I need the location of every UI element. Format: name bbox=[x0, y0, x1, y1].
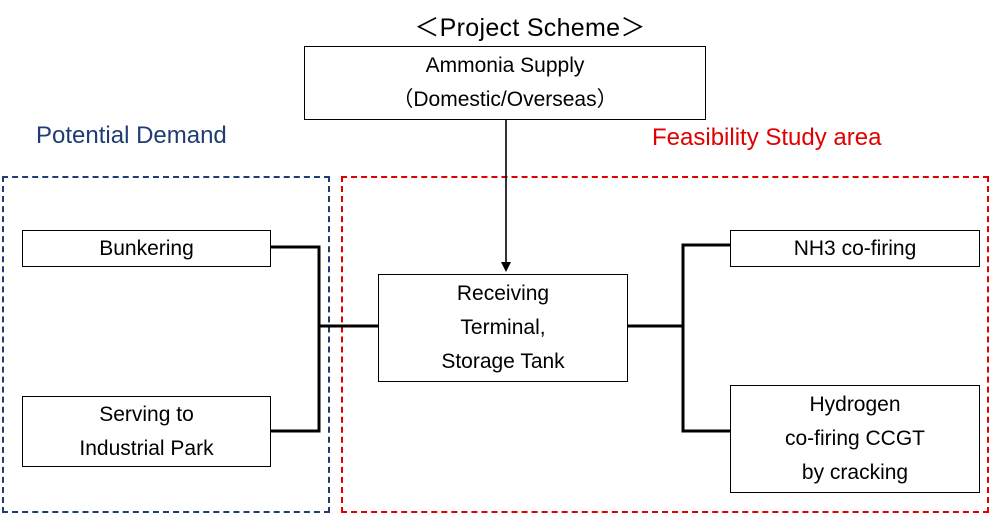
feasibility-study-region bbox=[341, 176, 989, 513]
nh3-cofiring-box: NH3 co-firing bbox=[730, 230, 980, 267]
industrial-park-box: Serving to Industrial Park bbox=[22, 396, 271, 467]
uses-bracket bbox=[681, 243, 730, 433]
diagram-title: ＜Project Scheme＞ bbox=[414, 14, 646, 42]
feasibility-study-label: Feasibility Study area bbox=[652, 124, 882, 151]
hydrogen-cofiring-box: Hydrogen co-firing CCGT by cracking bbox=[730, 385, 980, 493]
ammonia-supply-box: Ammonia Supply （Domestic/Overseas） bbox=[304, 46, 706, 120]
potential-demand-region bbox=[2, 176, 330, 513]
receiving-terminal-box: Receiving Terminal, Storage Tank bbox=[378, 274, 628, 382]
potential-demand-label: Potential Demand bbox=[36, 122, 227, 149]
demand-bracket bbox=[271, 245, 321, 433]
bunkering-box: Bunkering bbox=[22, 230, 271, 267]
